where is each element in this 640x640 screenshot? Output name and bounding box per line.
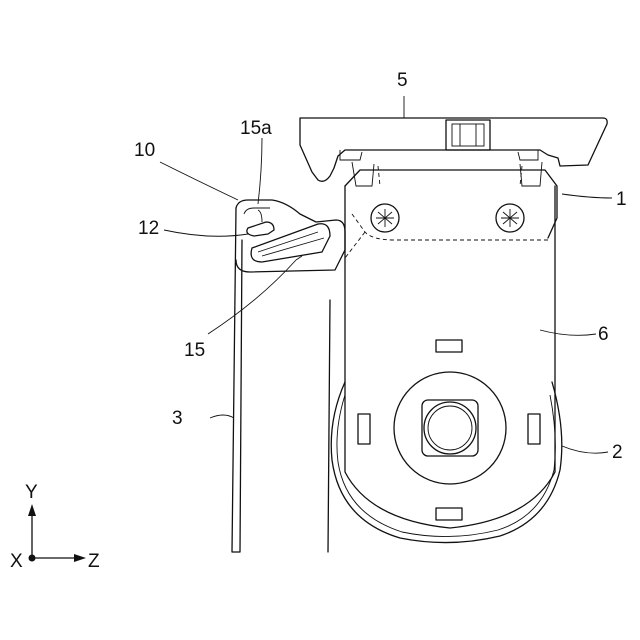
axis-label-y: Y: [25, 482, 38, 503]
x-axis-dot-icon: [29, 555, 36, 562]
axis-label-z: Z: [88, 551, 100, 572]
label-part-10: 10: [134, 140, 155, 161]
axis-label-x: X: [10, 551, 23, 572]
label-part-15: 15: [184, 340, 205, 361]
bracket-part-1: [345, 162, 557, 258]
z-axis-arrow-icon: [74, 554, 86, 562]
label-part-12: 12: [138, 218, 159, 239]
axis-indicator: Y X Z: [10, 482, 100, 572]
label-part-3: 3: [172, 408, 183, 429]
label-part-2: 2: [612, 442, 623, 463]
reference-labels: 5 1 6 2 3 10 12 15a 15: [134, 70, 627, 463]
label-part-1: 1: [616, 189, 627, 210]
label-part-5: 5: [397, 70, 408, 91]
y-axis-arrow-icon: [28, 504, 36, 516]
label-part-6: 6: [598, 324, 609, 345]
housing-part-6: [345, 186, 555, 528]
latch-assembly: [236, 200, 345, 272]
slat-part-3: [232, 208, 330, 552]
head-rail-part-5: [300, 118, 607, 181]
label-part-15a: 15a: [240, 118, 272, 139]
